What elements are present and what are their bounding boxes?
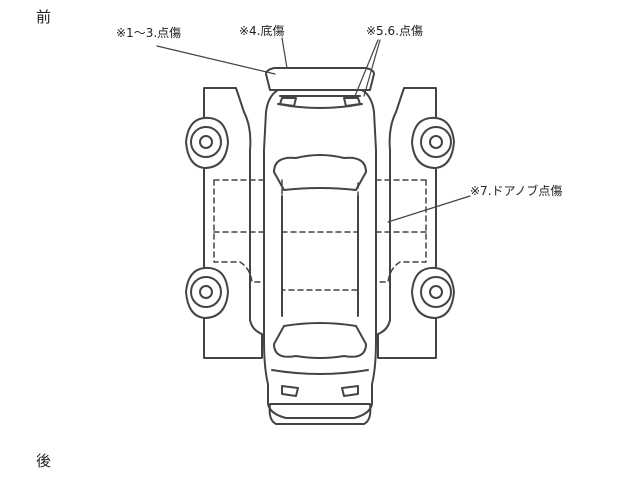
left-front-wheel	[190, 126, 222, 158]
rear-label: 後	[36, 452, 52, 470]
roof-pillars	[281, 195, 359, 317]
center-doors-outline	[281, 179, 359, 291]
leader-line-1-3	[156, 45, 276, 75]
left-front-hub	[199, 135, 213, 149]
taillight-right	[341, 385, 359, 397]
left-doors-outline	[213, 179, 265, 283]
right-front-hub	[429, 135, 443, 149]
right-doors-outline	[375, 179, 427, 283]
right-wheel-arch-front	[411, 116, 437, 169]
rear-bumper	[268, 403, 372, 425]
left-rear-wheel	[190, 276, 222, 308]
leader-line-6	[363, 39, 381, 97]
leader-line-4	[281, 37, 288, 69]
rear-window	[273, 322, 367, 359]
damage-label-7: ※7.ドアノブ点傷	[470, 184, 563, 198]
left-wheel-arch-rear	[203, 266, 229, 319]
windshield	[273, 154, 367, 191]
car-body-outline	[263, 89, 377, 419]
taillight-left	[281, 385, 299, 397]
right-rear-hub	[429, 285, 443, 299]
damage-label-5-6: ※5.6.点傷	[366, 24, 423, 38]
door-outlines	[213, 179, 427, 291]
trunk-line	[271, 369, 369, 375]
left-wheel-arch-front	[203, 116, 229, 169]
damage-label-4: ※4.底傷	[239, 24, 285, 38]
leader-line-7	[387, 195, 471, 223]
front-bumper	[265, 67, 375, 91]
right-front-wheel	[420, 126, 452, 158]
left-rear-hub	[199, 285, 213, 299]
damage-label-1-3: ※1～3.点傷	[116, 26, 182, 40]
headlight-right	[343, 97, 361, 107]
right-rear-wheel	[420, 276, 452, 308]
front-label: 前	[36, 8, 52, 26]
left-side-panel	[185, 87, 263, 359]
headlight-left	[279, 97, 297, 107]
right-wheel-arch-rear	[411, 266, 437, 319]
right-side-panel	[377, 87, 455, 359]
